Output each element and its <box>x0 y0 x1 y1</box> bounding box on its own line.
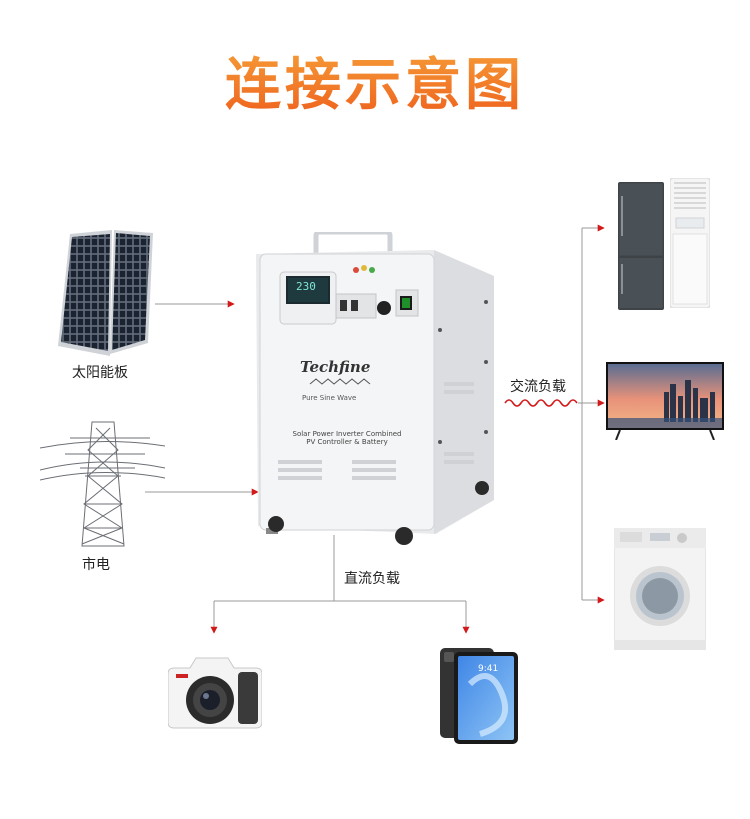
unit-description-line-2: PV Controller & Battery <box>306 438 388 446</box>
inverter-unit: Techfine Pure Sine Wave Solar Power Inve… <box>236 232 498 547</box>
solar-panel-icon <box>58 230 153 356</box>
ac-load-label: 交流负载 <box>510 379 566 395</box>
washing-machine-icon <box>614 528 706 650</box>
ac-output-wave <box>504 399 578 407</box>
brand-logo: Techfine <box>300 358 371 376</box>
solar-panel-label: 太阳能板 <box>72 365 128 381</box>
television-icon <box>606 362 724 440</box>
lcd-display: 230 <box>296 280 316 293</box>
wave-text: Pure Sine Wave <box>302 394 357 402</box>
tablet-clock: 9:41 <box>478 664 499 674</box>
camera-icon <box>168 657 262 729</box>
dc-load-label: 直流负载 <box>344 571 400 587</box>
unit-description: Solar Power Inverter Combined PV Control… <box>270 430 424 446</box>
tablet-icon <box>440 648 518 744</box>
grid-label: 市电 <box>82 557 110 573</box>
air-conditioner-icon <box>670 178 710 308</box>
power-tower-icon <box>40 421 165 547</box>
page-title: 连接示意图 <box>0 40 750 121</box>
refrigerator-icon <box>618 182 664 310</box>
unit-description-line-1: Solar Power Inverter Combined <box>292 430 402 438</box>
